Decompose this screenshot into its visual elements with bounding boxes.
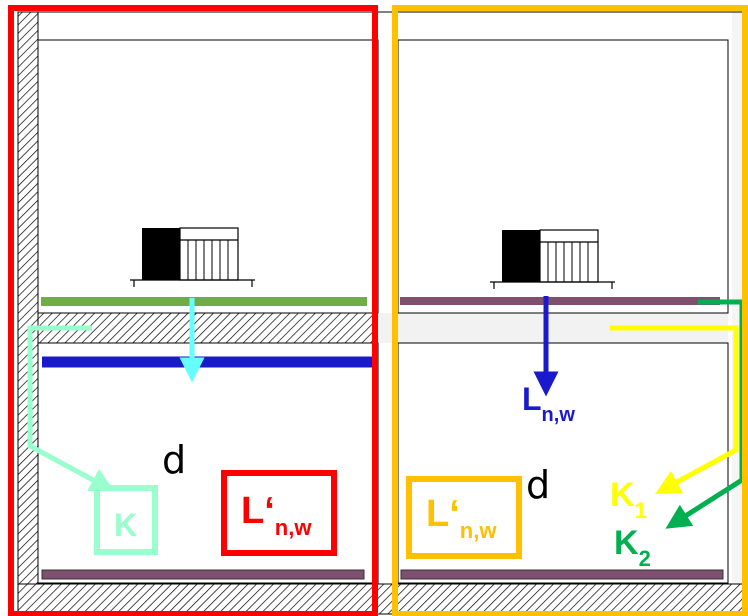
lower-floor-covering-right: [400, 569, 724, 580]
k-box: [94, 485, 158, 555]
l-nw-label: Ln,w: [522, 381, 575, 426]
upper-floor-covering-right: [400, 297, 720, 305]
distance-label-right: d: [526, 463, 550, 507]
yellow-flanking-path: [610, 325, 739, 494]
mint-flanking-path: [27, 325, 115, 492]
lprime-label-right: L‘n,w: [426, 493, 497, 543]
upper-floor-covering-left: [41, 297, 367, 306]
lprime-box-right: [406, 476, 522, 559]
k1-label: K1: [610, 476, 647, 523]
tapping-machine-left: [130, 227, 255, 287]
lprime-label-left: L‘n,w: [241, 490, 312, 540]
lprime-box-left: [221, 470, 337, 556]
left-wall: [17, 11, 39, 585]
intermediate-slab-left: [37, 312, 379, 344]
k2-label: K2: [614, 524, 651, 571]
distance-label-left: d: [162, 438, 186, 482]
tapping-machine-right: [490, 229, 615, 289]
k-label: K: [114, 507, 137, 543]
ground-slab: [17, 583, 747, 615]
orange-frame: [392, 5, 748, 616]
red-frame: [8, 5, 378, 616]
lower-floor-covering-left: [41, 569, 365, 580]
